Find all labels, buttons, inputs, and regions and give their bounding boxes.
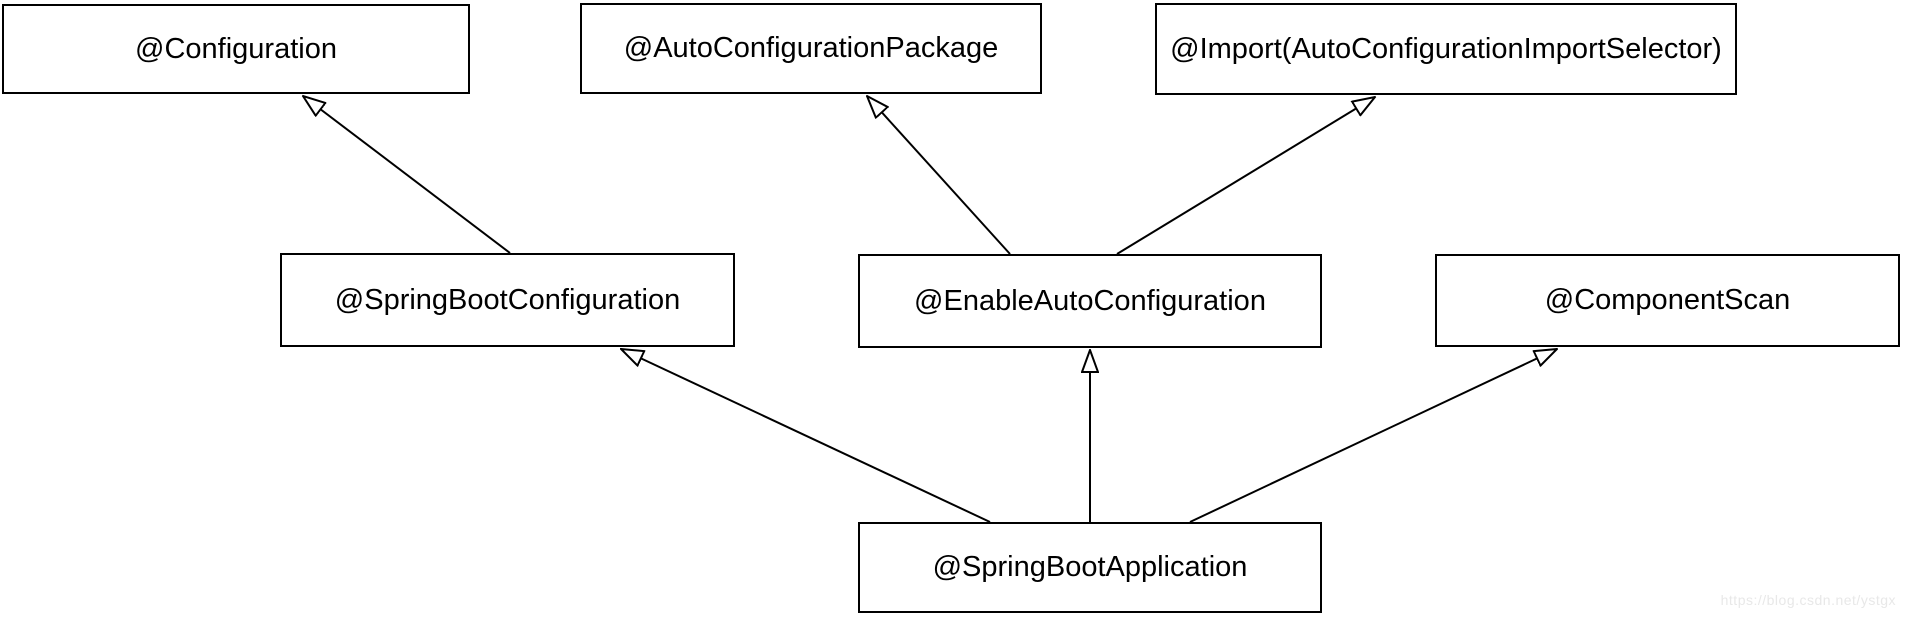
node-import-auto-configuration-import-selector-label: @Import(AutoConfigurationImportSelector) [1170, 32, 1722, 65]
node-configuration: @Configuration [2, 4, 470, 94]
node-spring-boot-configuration-label: @SpringBootConfiguration [334, 283, 681, 316]
node-component-scan: @ComponentScan [1435, 254, 1900, 347]
node-import-auto-configuration-import-selector: @Import(AutoConfigurationImportSelector) [1155, 3, 1737, 95]
node-auto-configuration-package: @AutoConfigurationPackage [580, 3, 1042, 94]
edge-springbootapplication-to-springbootconfiguration [621, 349, 991, 523]
node-spring-boot-application-label: @SpringBootApplication [932, 551, 1248, 583]
edge-enableautoconfiguration-to-autoconfigurationpackage [867, 96, 1011, 255]
node-enable-auto-configuration-label: @EnableAutoConfiguration [914, 284, 1266, 317]
node-spring-boot-configuration: @SpringBootConfiguration [280, 253, 735, 347]
edge-springbootapplication-to-componentscan [1189, 349, 1557, 523]
node-spring-boot-application: @SpringBootApplication [858, 522, 1322, 613]
node-configuration-label: @Configuration [135, 32, 337, 65]
edge-springbootconfiguration-to-configuration [303, 96, 511, 254]
node-enable-auto-configuration: @EnableAutoConfiguration [858, 254, 1322, 348]
node-auto-configuration-package-label: @AutoConfigurationPackage [623, 32, 999, 64]
node-component-scan-label: @ComponentScan [1544, 284, 1791, 316]
edge-enableautoconfiguration-to-importselector [1116, 97, 1375, 255]
watermark: https://blog.csdn.net/ystgx [1720, 592, 1896, 608]
